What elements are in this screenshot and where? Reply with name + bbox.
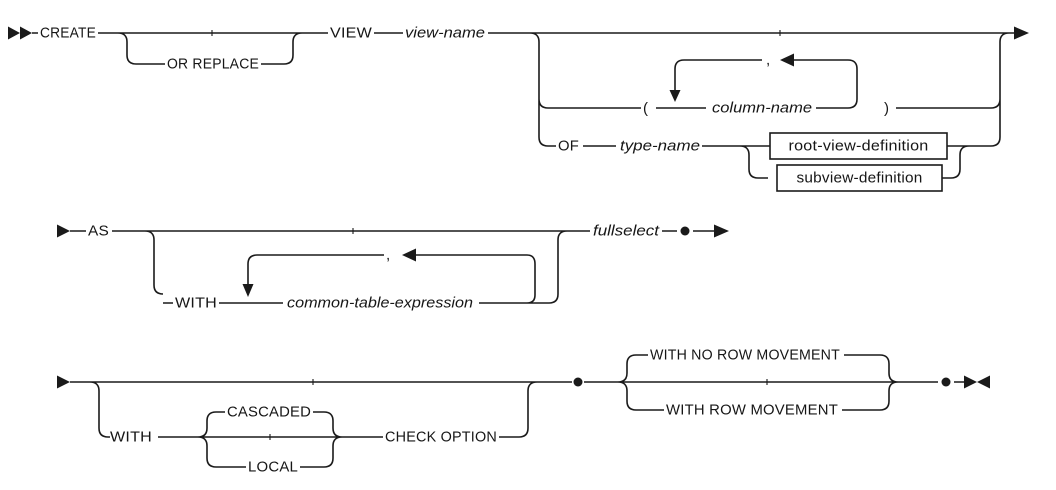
loop-down-arrow-icon [669, 90, 681, 102]
statement-end-icon [964, 375, 977, 389]
loop-down-arrow-icon [242, 284, 254, 297]
keyword-with-row-movement: WITH ROW MOVEMENT [666, 403, 838, 419]
row-start-arrow-icon [57, 224, 70, 238]
junction-dot [941, 377, 951, 387]
keyword-create: CREATE [40, 26, 96, 42]
junction-tick [211, 30, 781, 36]
start-arrow-icon [20, 26, 32, 40]
keyword-local: LOCAL [248, 460, 298, 476]
junction-dot [680, 226, 690, 236]
keyword-check-option: CHECK OPTION [385, 430, 497, 446]
loop-left-arrow-icon [402, 248, 416, 262]
rail-row-2 [57, 224, 729, 304]
open-paren: ( [643, 100, 648, 117]
column-loop-comma: , [766, 52, 770, 69]
rail-row-1 [8, 26, 1029, 192]
variable-common-table-expression: common-table-expression [287, 296, 473, 312]
rail-segment [70, 230, 714, 304]
variable-column-name: column-name [712, 101, 812, 117]
fragment-root-view-definition[interactable]: root-view-definition [789, 139, 929, 155]
loop-left-arrow-icon [780, 53, 794, 67]
rail-segment [32, 32, 1014, 179]
keyword-with-check: WITH [110, 430, 152, 446]
variable-type-name: type-name [620, 139, 700, 155]
statement-end-icon [977, 375, 990, 389]
start-arrow-icon [8, 26, 20, 40]
variable-fullselect: fullselect [593, 224, 660, 240]
rail-row-3 [57, 354, 990, 468]
cte-loop-comma: , [386, 247, 390, 264]
line-continue-arrow-icon [714, 224, 729, 238]
junction-dot [573, 377, 583, 387]
fragment-subview-definition[interactable]: subview-definition [797, 171, 923, 187]
keyword-with-no-row-movement: WITH NO ROW MOVEMENT [650, 348, 840, 364]
variable-view-name: view-name [405, 26, 485, 42]
subview-definition-box [776, 164, 943, 192]
line-continue-arrow-icon [1014, 26, 1029, 40]
junction-tick [269, 379, 768, 440]
keyword-of: OF [558, 139, 579, 155]
keyword-cascaded: CASCADED [227, 405, 311, 421]
keyword-as: AS [88, 224, 109, 240]
keyword-or-replace: OR REPLACE [167, 57, 259, 73]
rail-segment [70, 354, 964, 468]
close-paren: ) [884, 100, 889, 117]
keyword-view: VIEW [330, 26, 372, 42]
row-start-arrow-icon [57, 375, 70, 389]
keyword-with-cte: WITH [175, 296, 217, 312]
root-view-definition-box [769, 132, 948, 160]
